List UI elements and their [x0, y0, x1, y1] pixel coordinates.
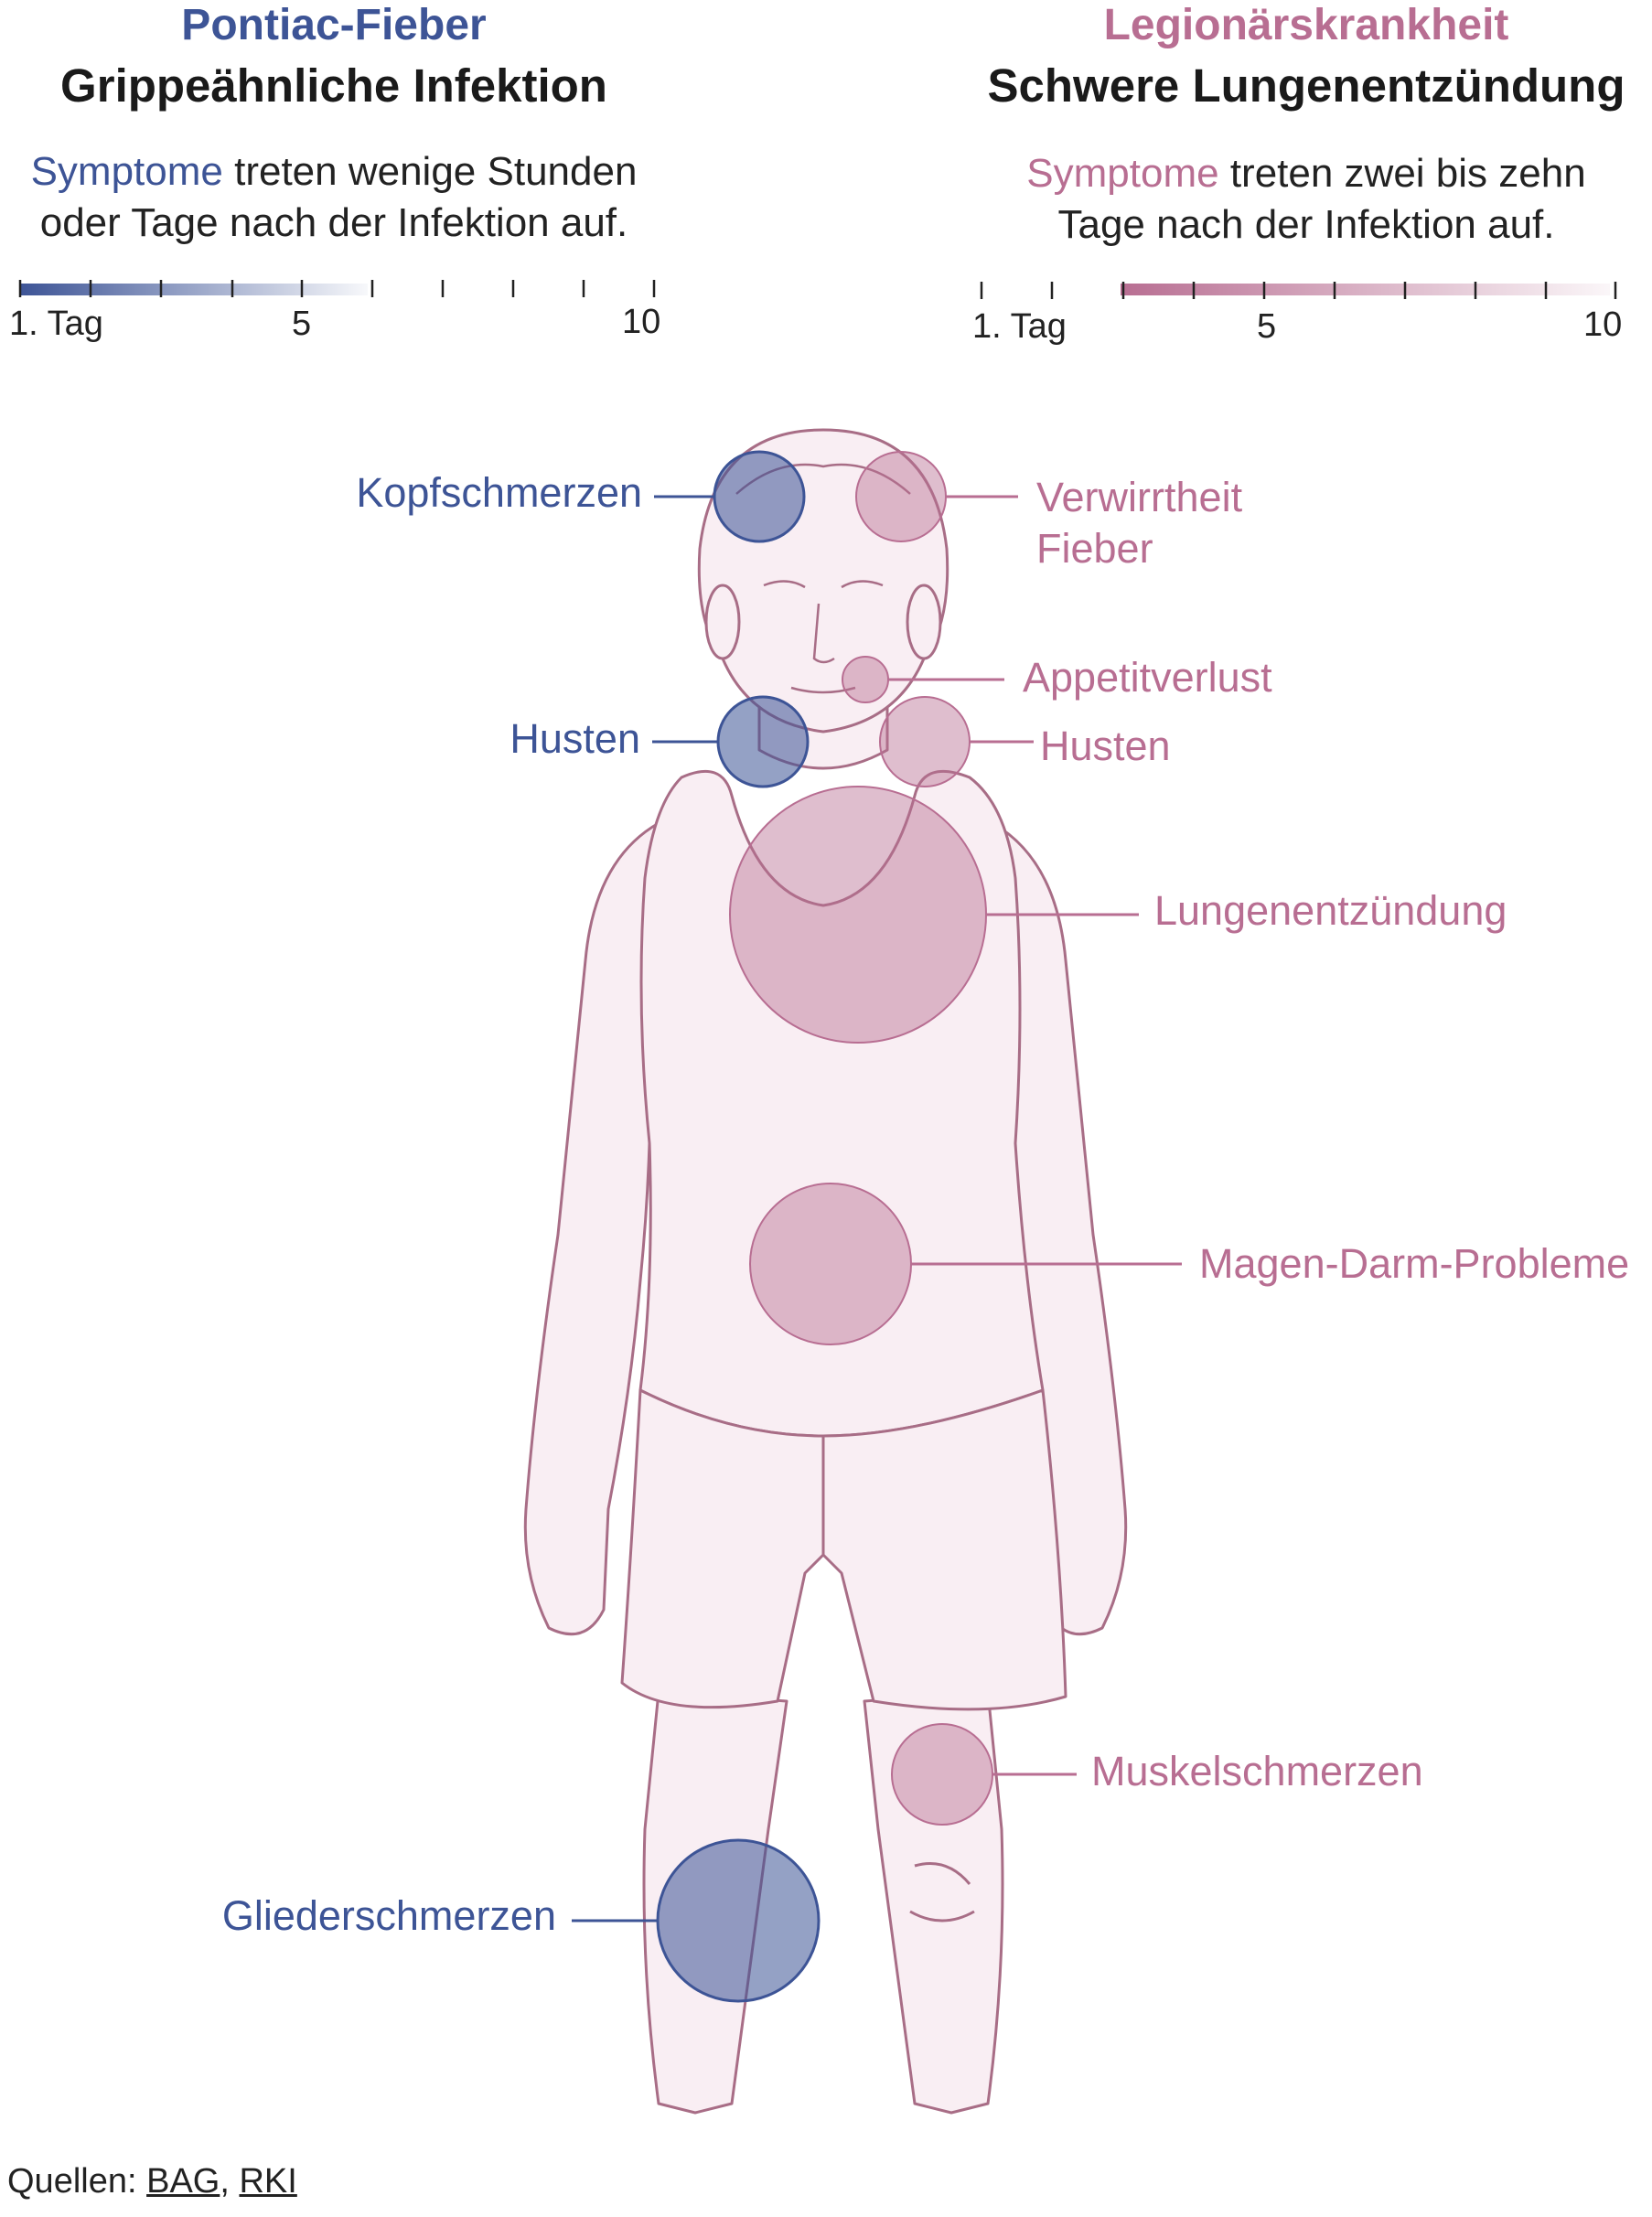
sources-prefix: Quellen: [7, 2162, 147, 2201]
label-husten-right: Husten [1040, 723, 1171, 769]
left-desc-highlight: Symptome [30, 149, 223, 194]
bubble-gliederschmerzen [656, 1838, 821, 2003]
right-desc-line2: Tage nach der Infektion auf. [1057, 202, 1555, 247]
right-leg [863, 1690, 1004, 2115]
bubble-husten-right [879, 696, 971, 787]
tank-top [638, 769, 1045, 1438]
bubble-husten-left [716, 695, 810, 788]
left-description: Symptome treten wenige Stunden oder Tage… [0, 146, 668, 249]
left-title: Pontiac-Fieber [181, 1, 487, 49]
source-link-rki[interactable]: RKI [239, 2162, 297, 2201]
bubble-verwirrtheit-fieber [855, 451, 947, 542]
bubble-lungenentzuendung [729, 786, 987, 1044]
right-description: Symptome treten zwei bis zehn Tage nach … [960, 148, 1652, 251]
right-scale-ticks [980, 282, 1617, 299]
right-scale-label-mid: 5 [1257, 307, 1277, 346]
sources-separator: , [220, 2162, 240, 2201]
label-magen-darm: Magen-Darm-Probleme [1199, 1240, 1630, 1287]
left-ear [704, 584, 741, 660]
left-desc-line1: treten wenige Stunden [222, 149, 638, 194]
label-gliederschmerzen: Gliederschmerzen [221, 1892, 556, 1939]
left-scale-bar [20, 284, 368, 295]
label-fieber: Fieber [1036, 525, 1153, 572]
label-kopfschmerzen: Kopfschmerzen [356, 469, 642, 516]
left-scale-label-start: 1. Tag [9, 305, 103, 343]
left-subtitle: Grippeähnliche Infektion [60, 59, 607, 112]
right-title: Legionärskrankheit [1103, 1, 1509, 49]
bubble-magen-darm [749, 1183, 912, 1345]
right-desc-highlight: Symptome [1026, 151, 1219, 196]
label-verwirrtheit: Verwirrtheit [1036, 474, 1243, 520]
left-timeline-scale [18, 280, 656, 297]
sources-line: Quellen: BAG, RKI [7, 2162, 297, 2201]
left-desc-line2: oder Tage nach der Infektion auf. [39, 200, 628, 245]
right-scale-label-start: 1. Tag [972, 307, 1067, 346]
right-scale-label-end: 10 [1583, 305, 1623, 344]
label-appetitverlust: Appetitverlust [1023, 654, 1272, 701]
right-timeline-scale [980, 282, 1617, 299]
leader-lines [572, 495, 1182, 1922]
left-scale-label-mid: 5 [292, 305, 312, 343]
right-subtitle: Schwere Lungenentzündung [987, 59, 1625, 112]
knee-detail [909, 1862, 975, 1922]
right-ear [906, 584, 942, 660]
label-lungenentzuendung: Lungenentzündung [1154, 887, 1507, 934]
bubble-muskelschmerzen [891, 1723, 993, 1826]
right-scale-bar [1121, 284, 1610, 295]
bubble-kopfschmerzen [713, 450, 806, 543]
left-scale-label-end: 10 [622, 303, 661, 341]
symptom-bubbles [656, 450, 993, 2003]
right-desc-line1: treten zwei bis zehn [1218, 151, 1586, 196]
left-arm [523, 821, 660, 1636]
label-husten-left: Husten [510, 715, 640, 762]
shorts [620, 1388, 1067, 1711]
source-link-bag[interactable]: BAG [146, 2162, 220, 2201]
label-muskelschmerzen: Muskelschmerzen [1091, 1748, 1423, 1794]
bubble-appetitverlust [842, 656, 889, 703]
human-figure-illustration [523, 428, 1128, 2115]
left-scale-ticks [18, 280, 656, 297]
